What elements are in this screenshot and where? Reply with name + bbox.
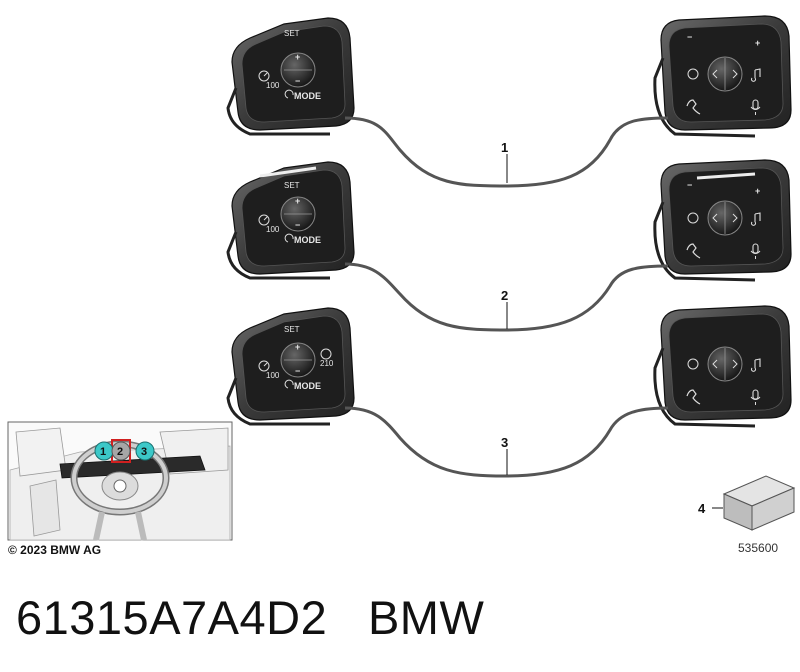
svg-text:3: 3 [141, 446, 147, 458]
part-number: 61315A7A4D2 [16, 591, 328, 644]
copyright-notice: © 2023 BMW AG [8, 543, 101, 557]
set-label: SET [284, 325, 300, 334]
plus-label: + [755, 186, 760, 196]
set-label: SET [284, 29, 300, 38]
left-switch-panel-1: SET + − 100 MODE [226, 16, 356, 136]
plus-label: + [755, 38, 760, 48]
callout-3: 3 [501, 435, 508, 450]
assembly-3: SET + − 100 210 MODE 3 [226, 304, 793, 478]
left-switch-panel-2: SET + − 100 MODE [226, 160, 356, 280]
inset-marker-3 [135, 441, 155, 461]
inset-marker-2 [111, 441, 131, 461]
mode-label: MODE [294, 381, 321, 391]
cable-2 [344, 262, 669, 332]
svg-text:1: 1 [100, 446, 106, 458]
right-switch-panel-3 [653, 304, 793, 428]
callout-1: 1 [501, 140, 508, 155]
minus-label: − [687, 180, 692, 190]
assembly-2: SET + − 100 MODE − + 2 [226, 158, 793, 332]
cockpit-inset: 1 2 3 [7, 421, 233, 541]
left-switch-panel-3: SET + − 100 210 MODE [226, 306, 356, 426]
mode-label: MODE [294, 235, 321, 245]
part-4-box: 4 [698, 475, 796, 531]
plus-label: + [295, 342, 300, 352]
plus-label: + [295, 196, 300, 206]
svg-text:2: 2 [117, 446, 123, 458]
set-label: SET [284, 181, 300, 190]
minus-label: − [687, 32, 692, 42]
right-switch-panel-2: − + [653, 158, 793, 282]
minus-label: − [295, 220, 300, 230]
right-switch-panel-1: − + [653, 14, 793, 138]
speed-label: 100 [266, 225, 280, 234]
cable-3 [344, 406, 669, 478]
plus-label: + [295, 52, 300, 62]
distance-icon [320, 348, 332, 360]
exploded-parts-diagram: SET + − 100 MODE − + 1 SET + − 100 MODE [7, 14, 796, 557]
mode-label: MODE [294, 91, 321, 101]
distance-label: 210 [320, 359, 334, 368]
minus-label: − [295, 76, 300, 86]
part-caption: 61315A7A4D2 BMW [16, 590, 484, 645]
assembly-1: SET + − 100 MODE − + 1 [226, 14, 793, 188]
speed-label: 100 [266, 81, 280, 90]
drawing-code: 535600 [738, 541, 778, 555]
callout-2: 2 [501, 288, 508, 303]
speed-label: 100 [266, 371, 280, 380]
minus-label: − [295, 366, 300, 376]
callout-4: 4 [698, 501, 706, 516]
cable-1 [344, 116, 669, 188]
brand-name: BMW [367, 591, 485, 644]
